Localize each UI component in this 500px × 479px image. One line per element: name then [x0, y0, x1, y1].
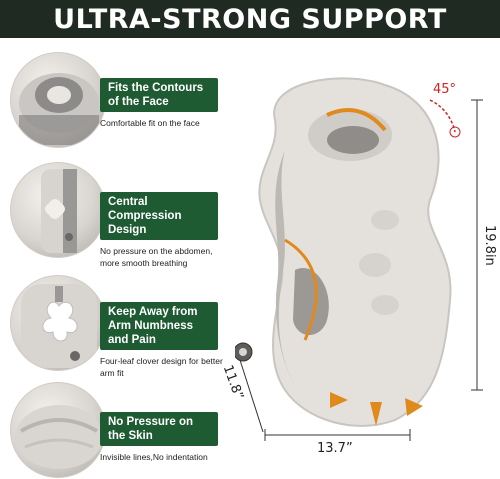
central-compression-thumbnail — [10, 162, 106, 258]
feature-title: Central Compression Design — [100, 192, 218, 240]
angle-label: 45° — [433, 82, 457, 97]
feature-title: Keep Away from Arm Numbness and Pain — [100, 302, 218, 350]
feature-face-contours: Fits the Contours of the Face Comfortabl… — [100, 78, 240, 129]
feature-description: Comfortable fit on the face — [100, 118, 200, 128]
contour-accent-top — [326, 108, 387, 132]
banner-title: ULTRA-STRONG SUPPORT — [0, 0, 500, 38]
feature-title: Fits the Contours of the Face — [100, 78, 218, 112]
height-label: 19.8in — [482, 225, 497, 266]
feature-arm-numbness: Keep Away from Arm Numbness and Pain Fou… — [100, 302, 240, 379]
feature-description: No pressure on the abdomen, more smooth … — [100, 246, 213, 268]
feature-description: Invisible lines,No indentation — [100, 452, 208, 462]
feature-title: No Pressure on the Skin — [100, 412, 218, 446]
feature-skin-pressure: No Pressure on the Skin Invisible lines,… — [100, 412, 240, 463]
arrow-icon — [405, 398, 423, 416]
feature-central-compression: Central Compression Design No pressure o… — [100, 192, 240, 269]
pillow-illustration — [233, 77, 483, 441]
pillow-product-view: 45° 19.8in 11.8” 13.7” — [220, 40, 500, 479]
contour-accent-side — [284, 238, 318, 341]
arm-clover-thumbnail — [10, 275, 106, 371]
arrow-icon — [370, 402, 382, 426]
arrow-icon — [330, 392, 348, 408]
skin-pressure-thumbnail — [10, 382, 106, 478]
feature-description: Four-leaf clover design for better arm f… — [100, 356, 223, 378]
width-label: 13.7” — [317, 441, 353, 456]
face-contour-thumbnail — [10, 52, 106, 148]
